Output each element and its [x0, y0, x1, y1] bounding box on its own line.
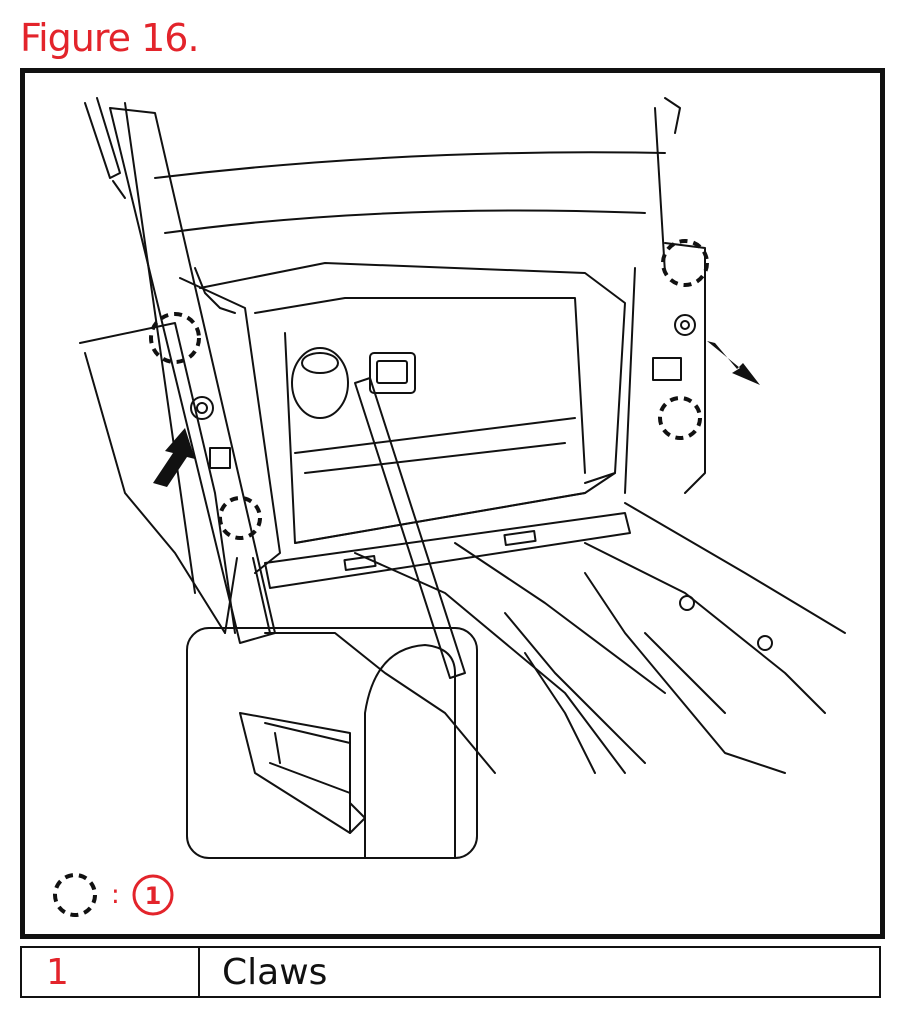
legend-description: Claws [198, 946, 881, 998]
legend-number: 1 [20, 946, 200, 998]
legend-row: 1 Claws [20, 946, 881, 998]
dashboard-top [154, 151, 666, 179]
pointer-arrow-left [153, 428, 195, 487]
figure-frame: : 1 [20, 68, 885, 939]
usb-port [369, 352, 416, 394]
detail-inset-box [186, 627, 478, 859]
lower-trim-strip [264, 512, 631, 589]
power-outlet [291, 347, 349, 419]
key-separator: : [111, 880, 120, 910]
pointer-arrow-right [707, 341, 760, 385]
interior-shelf [294, 417, 576, 454]
key-symbol-group: : 1 [53, 873, 174, 917]
key-number-circle [132, 874, 174, 916]
claw-callout-lower-right [658, 396, 702, 440]
claw-callout-lower-left [218, 496, 262, 540]
removal-tool [354, 377, 466, 679]
center-tunnel [354, 552, 626, 774]
console-opening [199, 262, 626, 484]
legend-table: 1 Claws [20, 946, 881, 998]
left-side-panel [109, 107, 276, 644]
claw-callout-upper-right [661, 239, 709, 287]
dashed-circle-icon [53, 873, 97, 917]
left-screw [190, 396, 214, 420]
figure-title: Figure 16. [20, 16, 200, 60]
right-screw [674, 314, 696, 336]
key-number: 1 [145, 882, 162, 910]
claw-callout-upper-left [149, 312, 201, 364]
right-side-panel [664, 242, 706, 494]
center-console-diagram: : 1 [53, 97, 846, 917]
left-lower-panel [79, 322, 236, 634]
inset-trim-edge [364, 644, 456, 859]
